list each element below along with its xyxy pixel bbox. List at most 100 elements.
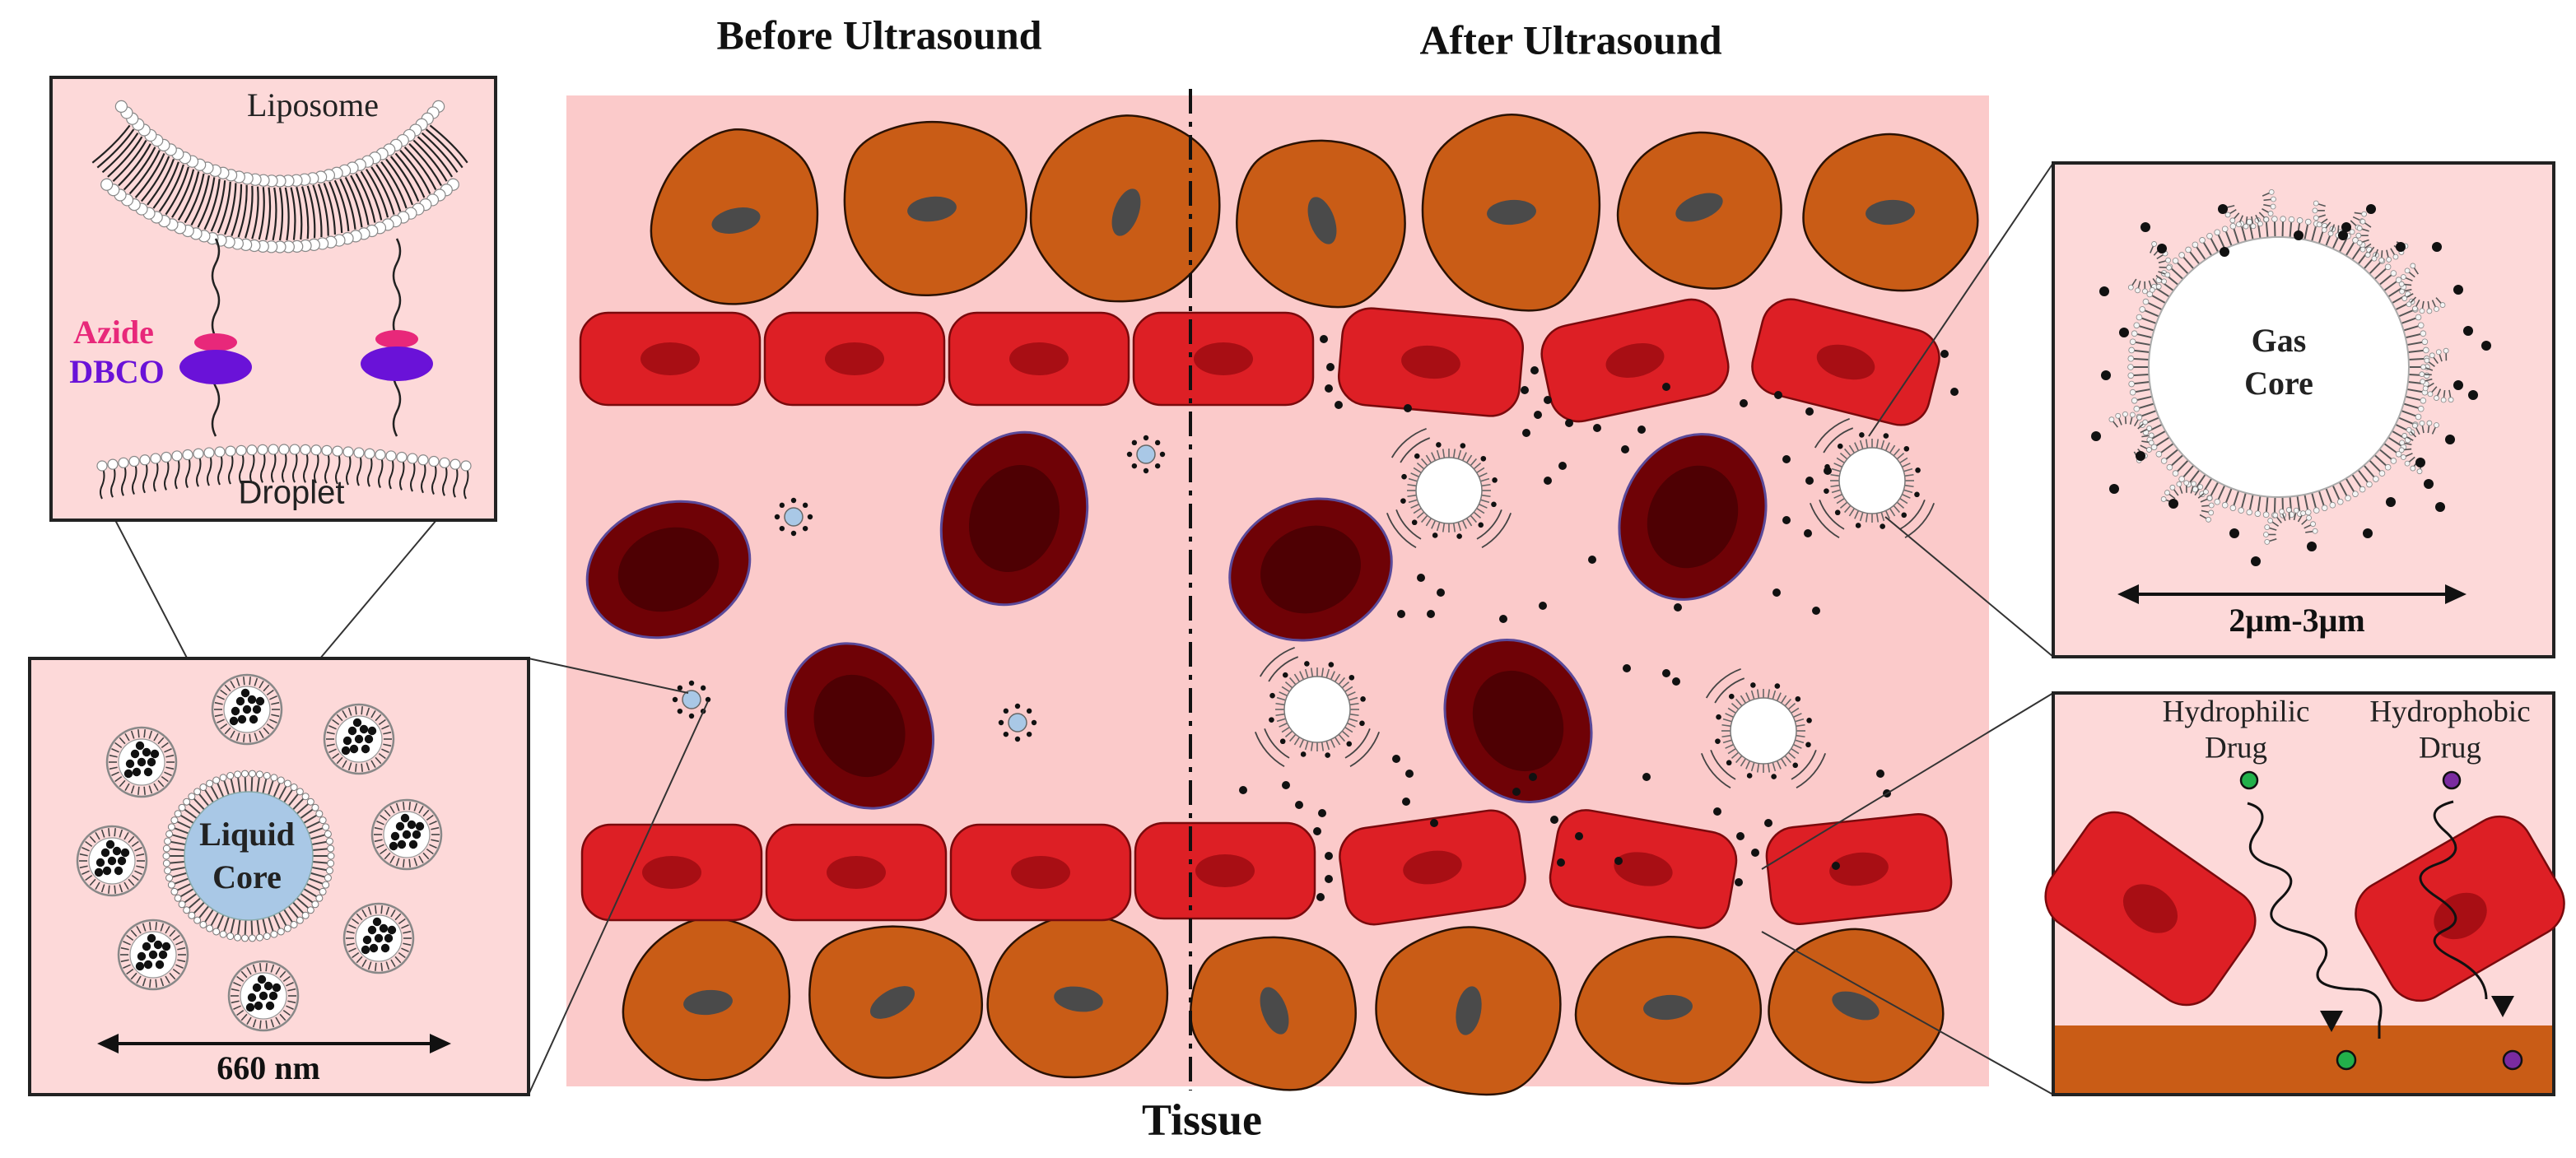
- attached-liposome: [370, 798, 443, 871]
- red-blood-cell: [1765, 813, 1953, 925]
- red-blood-cell: [1540, 298, 1730, 423]
- drug-particle: [1565, 419, 1573, 427]
- ultrasound-wave: [1705, 667, 1741, 699]
- drug-particle: [2091, 431, 2101, 441]
- lipid-head: [150, 453, 161, 464]
- drug-particle: [2307, 542, 2317, 551]
- liposome-bilayer: [91, 100, 468, 253]
- tissue-panel: [566, 89, 1989, 1096]
- drug-particle: [1876, 770, 1884, 778]
- red-blood-cell: [1549, 809, 1738, 929]
- drug-particle: [1804, 529, 1812, 537]
- dark-red-blood-cell: [784, 642, 935, 810]
- microbubble-detail-diagram: [2091, 188, 2491, 566]
- lipid-head: [118, 457, 129, 468]
- drug-particle: [1805, 477, 1814, 485]
- drug-particle: [2341, 222, 2351, 232]
- nucleus: [711, 207, 761, 234]
- nucleus: [1111, 188, 1141, 236]
- drug-particle: [2386, 497, 2396, 507]
- ultrasound-wave: [1710, 749, 1736, 780]
- drug-particle: [1316, 893, 1325, 901]
- attached-liposome: [211, 673, 283, 746]
- lipid-head: [100, 178, 114, 191]
- microbubble: [1254, 646, 1381, 768]
- drug-particle: [1557, 858, 1565, 867]
- drug-particle: [1736, 832, 1745, 840]
- drug-particle: [1774, 391, 1782, 399]
- drug-particle: [1782, 516, 1791, 524]
- drug-particle: [2453, 285, 2463, 295]
- tissue-cell: [986, 913, 1169, 1079]
- drug-arrowhead-hydrophilic: [2320, 1011, 2343, 1032]
- drug-particle: [1642, 773, 1651, 781]
- lipid-head: [278, 444, 290, 455]
- lipid-fragment: [2419, 347, 2454, 403]
- lipid-head: [96, 460, 108, 472]
- red-blood-cell: [1134, 821, 1316, 920]
- ultrasound-wave: [1268, 656, 1299, 682]
- drug-particle: [1672, 677, 1680, 686]
- hydrophilic-drug-icon-delivered: [2336, 1049, 2357, 1071]
- lipid-head: [364, 448, 375, 459]
- lipid-head: [246, 444, 258, 456]
- tissue-cell: [843, 120, 1027, 296]
- heading-tissue: Tissue: [1142, 1095, 1262, 1144]
- lipid-head: [353, 447, 365, 458]
- ultrasound-wave: [1264, 728, 1290, 759]
- drug-particle: [1832, 862, 1840, 870]
- drug-particle: [1751, 849, 1759, 857]
- microbubble-detail-panel: Gas Core 2μm-3μm: [2052, 161, 2555, 658]
- drug-particle: [1772, 588, 1781, 597]
- drug-particle: [2338, 230, 2348, 240]
- nucleus: [1260, 987, 1289, 1035]
- gas-core: [2148, 236, 2410, 498]
- drug-diffusion-paths: [2247, 800, 2488, 1039]
- drug-particle: [2220, 247, 2229, 257]
- ultrasound-wave: [1796, 753, 1827, 789]
- drug-particle: [1623, 664, 1631, 672]
- ultrasound-wave: [1349, 732, 1381, 768]
- lipid-head: [439, 457, 450, 468]
- ultrasound-wave: [1899, 499, 1926, 530]
- liquid-core-label-line1: Liquid: [199, 816, 295, 853]
- red-blood-cell: [949, 823, 1132, 922]
- ultrasound-wave: [1476, 509, 1502, 540]
- drug-particle: [1313, 827, 1321, 835]
- drug-particle: [1588, 556, 1596, 564]
- lipid-head: [214, 446, 226, 458]
- red-blood-cell: [1339, 809, 1526, 926]
- drug-particle: [1735, 878, 1743, 886]
- hydrophilic-drug-icon-top: [2239, 770, 2259, 790]
- small-droplets: [672, 435, 1166, 742]
- drug-particle: [2363, 528, 2373, 538]
- drug-particle: [2396, 242, 2406, 252]
- liposome-conjugation-panel: Liposome Azide DBCO Droplet: [49, 76, 497, 522]
- tissue-cell: [1574, 936, 1762, 1086]
- bubble-size-label: 2μm-3μm: [2229, 602, 2364, 639]
- heading-after-ultrasound: After Ultrasound: [1419, 16, 1721, 63]
- drug-particle: [2463, 326, 2473, 336]
- red-blood-cell: [1132, 311, 1315, 407]
- dark-red-blood-cell: [939, 430, 1089, 607]
- drug-particle: [1522, 429, 1530, 437]
- lipid-head: [332, 445, 343, 457]
- ultrasound-wave: [1700, 753, 1731, 789]
- drug-particle: [1662, 669, 1670, 677]
- drug-particle: [1529, 773, 1537, 781]
- drug-particle: [1335, 401, 1343, 409]
- nucleus: [1643, 994, 1693, 1021]
- microbubbles: [1254, 417, 1935, 789]
- ultrasound-wave: [1259, 646, 1295, 677]
- lipid-fragment: [2263, 507, 2318, 545]
- lipid-head: [450, 458, 461, 470]
- red-blood-cell: [580, 823, 763, 922]
- attached-liposome: [323, 703, 395, 775]
- tissue-cell: [622, 916, 791, 1081]
- liquid-core: [184, 791, 314, 921]
- drug-particle: [1575, 832, 1583, 840]
- nucleus: [1307, 197, 1337, 244]
- lipid-head: [385, 450, 397, 462]
- drug-particle: [1558, 462, 1567, 470]
- tissue-cells-bottom-row: [622, 913, 1945, 1096]
